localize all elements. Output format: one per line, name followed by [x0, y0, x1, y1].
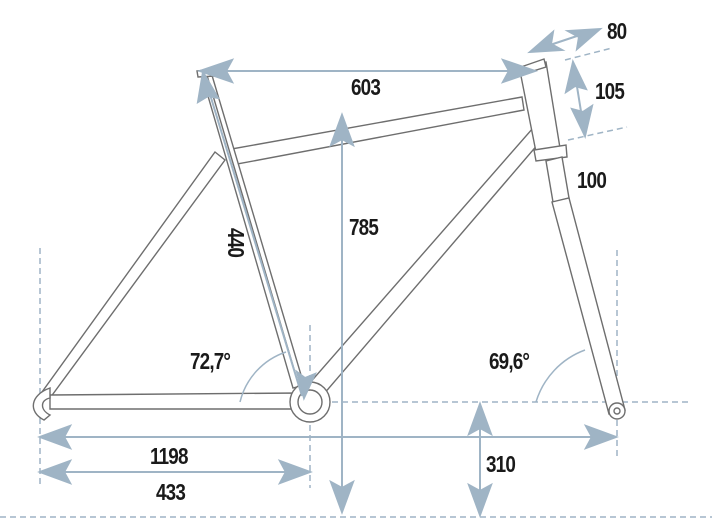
- head-tube-length-label: 105: [595, 78, 625, 104]
- seat-angle-label: 72,7°: [190, 348, 231, 374]
- head-angle-label: 69,6°: [489, 348, 530, 374]
- standover-height-label: 785: [349, 214, 379, 240]
- wheelbase-label: 1198: [150, 443, 188, 469]
- seat-tube-length-label: 440: [223, 228, 249, 258]
- top-tube-length-label: 603: [351, 74, 381, 100]
- reference-lines: [0, 47, 712, 518]
- fork-travel-label: 100: [577, 167, 607, 193]
- frame: [32, 58, 626, 423]
- bb-height-label: 310: [486, 451, 516, 477]
- stem-length-label: 80: [607, 18, 627, 44]
- chainstay-length-label: 433: [156, 479, 186, 505]
- angle-arcs: [239, 349, 586, 403]
- dimension-arrows: [37, 27, 619, 518]
